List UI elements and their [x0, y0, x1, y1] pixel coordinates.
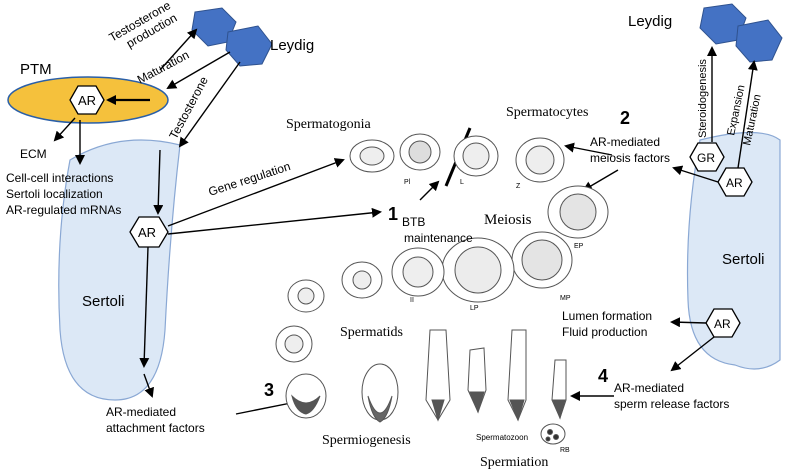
right-arrows [564, 46, 758, 401]
spermatogonium-nucleus [359, 146, 385, 166]
meiosis-factors-line-1: AR-mediated [590, 135, 660, 149]
stage-z: Z [516, 183, 521, 190]
marker-4: 4 [598, 366, 608, 386]
zygotene-nucleus [525, 145, 555, 175]
maturation-label: Maturation [135, 48, 192, 87]
spermatozoon-a-head [469, 391, 485, 414]
spermiogenesis-label: Spermiogenesis [322, 433, 411, 448]
germ-cells [275, 133, 609, 445]
left-leydig-label: Leydig [270, 37, 314, 54]
lumen-line-2: Fluid production [562, 325, 647, 339]
spermatocytes-label: Spermatocytes [506, 105, 588, 120]
left-sertoli-label: Sertoli [82, 293, 125, 310]
residual-granule-b [553, 434, 559, 440]
elongating-spermatid-b [361, 363, 399, 421]
spermiation-label: Spermiation [480, 455, 548, 470]
stage-lp: LP [470, 305, 479, 312]
right-leydig-label: Leydig [628, 13, 672, 30]
rb-label: RB [560, 447, 570, 454]
spermatogonia-label: Spermatogonia [286, 117, 372, 132]
gr-label: GR [697, 151, 715, 165]
attachment-line-2: attachment factors [106, 421, 205, 435]
residual-granule-c [545, 436, 551, 442]
secondary-spermatocyte-nucleus [402, 256, 434, 288]
sertoli-ar-hexagon [129, 216, 169, 248]
right-leydig-cells [699, 3, 783, 63]
spermatid-b-head [367, 395, 393, 423]
late-pachytene-nucleus [454, 246, 502, 294]
right-ar-top-hexagon [717, 167, 753, 197]
right-ar-top-label: AR [726, 176, 743, 190]
btb-line-1: BTB [402, 215, 425, 229]
left-sertoli-cell [58, 139, 181, 401]
lumen-line-1: Lumen formation [562, 309, 652, 323]
spermatozoon-b [507, 329, 527, 422]
testosterone-label: Testosterone [166, 74, 211, 142]
marker-1: 1 [388, 204, 398, 224]
release-line-2: sperm release factors [614, 397, 729, 411]
stage-l: L [460, 179, 464, 186]
right-ar-bottom-label: AR [714, 317, 731, 331]
spermatid-a-cap [291, 394, 321, 415]
attachment-line-1: AR-mediated [106, 405, 176, 419]
leptotene-nucleus [462, 142, 490, 170]
residual-granule-a [547, 429, 553, 435]
right-sertoli-label: Sertoli [722, 251, 765, 268]
round-spermatid-nucleus [284, 334, 304, 354]
stage-ii: II [410, 297, 414, 304]
ptm-ar-hexagon [69, 85, 105, 115]
spermatids-label: Spermatids [340, 325, 403, 340]
residual-body [540, 423, 566, 445]
sertoli-ar-label: AR [138, 225, 156, 240]
right-sertoli-cell [686, 131, 781, 370]
ptm-label: PTM [20, 61, 52, 78]
steroidogenesis-label: Steroidogenesis [697, 59, 709, 138]
marker-2: 2 [620, 108, 630, 128]
left-arrows [53, 28, 440, 415]
spermatozoon-label: Spermatozoon [476, 433, 528, 442]
round-cell-a-nucleus [352, 270, 372, 290]
round-cell-b-nucleus [297, 287, 315, 305]
elongated-spermatid-c [425, 329, 451, 421]
btb-line-2: maintenance [404, 231, 473, 245]
release-line-1: AR-mediated [614, 381, 684, 395]
gene-regulation-label: Gene regulation [207, 159, 293, 199]
stage-ep: EP [574, 243, 584, 250]
left-leydig-cells [191, 7, 273, 67]
stage-pl: Pl [404, 179, 411, 186]
preleptotene-nucleus [408, 140, 432, 164]
ecm-label: ECM [20, 147, 47, 161]
ptm-ar-label: AR [78, 93, 96, 108]
ptm-effect-3: AR-regulated mRNAs [6, 203, 121, 217]
spermatozoon-c-head [552, 399, 566, 420]
gr-hexagon [689, 142, 725, 172]
spermatozoon-b-head [509, 399, 525, 422]
marker-3: 3 [264, 380, 274, 400]
stage-mp: MP [560, 295, 571, 302]
testosterone-production-label: Testosterone production [107, 0, 183, 57]
meiosis-factors-line-2: meiosis factors [590, 151, 670, 165]
meiosis-label: Meiosis [484, 212, 532, 228]
ptm-effect-1: Cell-cell interactions [6, 171, 113, 185]
spermatid-c-head [431, 399, 445, 422]
mid-pachytene-nucleus [521, 239, 563, 281]
ptm-effect-2: Sertoli localization [6, 187, 103, 201]
early-pachytene-nucleus [559, 193, 597, 231]
